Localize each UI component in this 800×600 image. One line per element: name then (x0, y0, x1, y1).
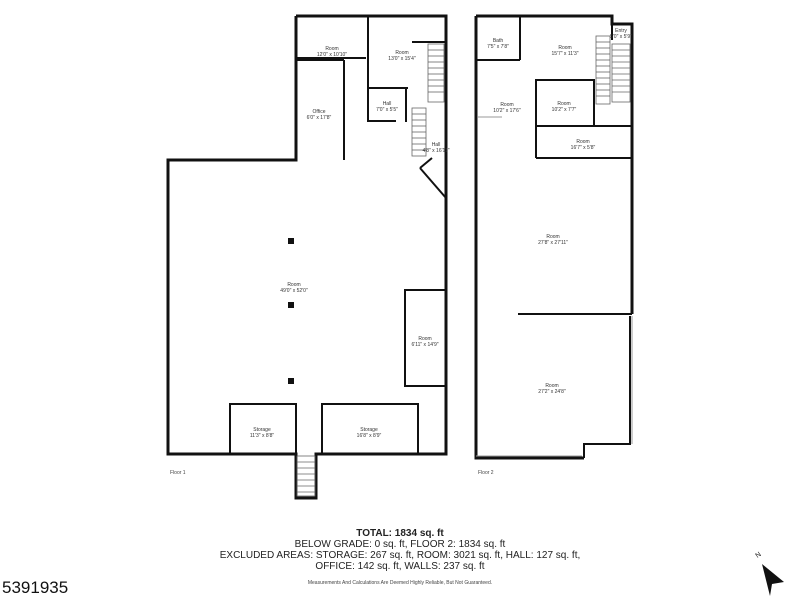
room-dimensions: 6'0" x 17'8" (306, 115, 332, 121)
excluded-areas-line-2: OFFICE: 142 sq. ft, WALLS: 237 sq. ft (315, 561, 485, 572)
room-name: Hall (431, 142, 441, 148)
room-dimensions: 27'8" x 27'11" (538, 240, 568, 246)
room-dimensions: 10'2" x 17'6" (493, 108, 521, 114)
room-dimensions: 4'8" x 16'11" (422, 148, 450, 154)
room-name: Office (312, 109, 326, 115)
room-label: Entry 5'0" x 5'9" (610, 28, 632, 40)
column (288, 378, 294, 384)
room-dimensions: 11'3" x 8'8" (249, 433, 275, 439)
floor-2-caption: Floor 2 (478, 470, 494, 476)
wall (404, 289, 447, 387)
room-name: Room (546, 234, 560, 240)
room-label: Hall 7'0" x 5'5" (376, 101, 398, 113)
room-label: Room 12'0" x 10'10" (317, 46, 347, 58)
disclaimer: Measurements And Calculations Are Deemed… (307, 580, 493, 586)
room-dimensions: 15'7" x 11'3" (551, 51, 579, 57)
room-dimensions: 6'11" x 14'9" (411, 342, 439, 348)
room-name: Storage (253, 427, 271, 433)
floor2-outer-wall (474, 16, 584, 460)
room-label: Room 49'0" x 52'0" (280, 282, 307, 294)
stairs-icon (595, 35, 631, 105)
room-name: Storage (360, 427, 378, 433)
wall (419, 167, 447, 199)
room-label: Room 27'8" x 27'11" (538, 234, 568, 246)
room-label: Storage 16'8" x 8'9" (357, 427, 382, 439)
room-dimensions: 27'2" x 24'8" (538, 389, 566, 395)
room-name: Bath (492, 38, 504, 44)
room-label: Room 6'11" x 14'9" (411, 336, 438, 348)
room-name: Room (557, 101, 571, 107)
room-label: Room 27'2" x 24'8" (538, 383, 565, 395)
stairs-icon (296, 43, 445, 497)
room-label: Room 15'7" x 11'3" (551, 45, 578, 57)
floor-1-caption: Floor 1 (170, 470, 186, 476)
room-dimensions: 5'0" x 5'9" (610, 34, 632, 40)
room-name: Room (500, 102, 514, 108)
room-name: Room (395, 50, 409, 56)
floor-plan-drawing (166, 14, 634, 500)
below-grade-area: BELOW GRADE: 0 sq. ft, FLOOR 2: 1834 sq.… (294, 539, 506, 550)
room-label: Room 13'0" x 15'4" (388, 50, 415, 62)
listing-id: 5391935 (2, 578, 69, 597)
column (288, 302, 294, 308)
room-dimensions: 16'8" x 8'9" (356, 433, 382, 439)
excluded-areas-line-1: EXCLUDED AREAS: STORAGE: 267 sq. ft, ROO… (219, 550, 581, 561)
room-name: Room (576, 139, 590, 145)
room-label: Bath 7'5" x 7'8" (487, 38, 509, 50)
wall (321, 403, 419, 454)
room-dimensions: 12'0" x 10'10" (316, 52, 348, 58)
room-name: Room (418, 336, 432, 342)
area-summary: TOTAL: 1834 sq. ft BELOW GRADE: 0 sq. ft… (0, 528, 800, 572)
room-dimensions: 49'0" x 52'0" (280, 288, 308, 294)
room-dimensions: 13'0" x 15'4" (388, 56, 416, 62)
total-area: TOTAL: 1834 sq. ft (356, 528, 444, 539)
room-name: Room (325, 46, 339, 52)
room-name: Room (545, 383, 559, 389)
column (288, 238, 294, 244)
wall (419, 157, 433, 169)
room-label: Room 16'7" x 5'8" (571, 139, 596, 151)
room-label: Hall 4'8" x 16'11" (422, 142, 449, 154)
wall (583, 316, 631, 458)
room-name: Hall (382, 101, 392, 107)
room-name: Room (287, 282, 301, 288)
room-label: Room 10'2" x 17'6" (493, 102, 520, 114)
room-dimensions: 16'7" x 5'8" (570, 145, 596, 151)
room-dimensions: 7'0" x 5'5" (376, 107, 398, 113)
room-dimensions: 7'5" x 7'8" (487, 44, 509, 50)
room-label: Office 6'0" x 17'8" (307, 109, 332, 121)
room-label: Room 10'2" x 7'7" (552, 101, 577, 113)
room-name: Room (558, 45, 572, 51)
room-name: Entry (615, 28, 627, 34)
room-label: Storage 11'3" x 8'8" (250, 427, 274, 439)
wall (229, 403, 297, 454)
room-dimensions: 10'2" x 7'7" (551, 107, 577, 113)
